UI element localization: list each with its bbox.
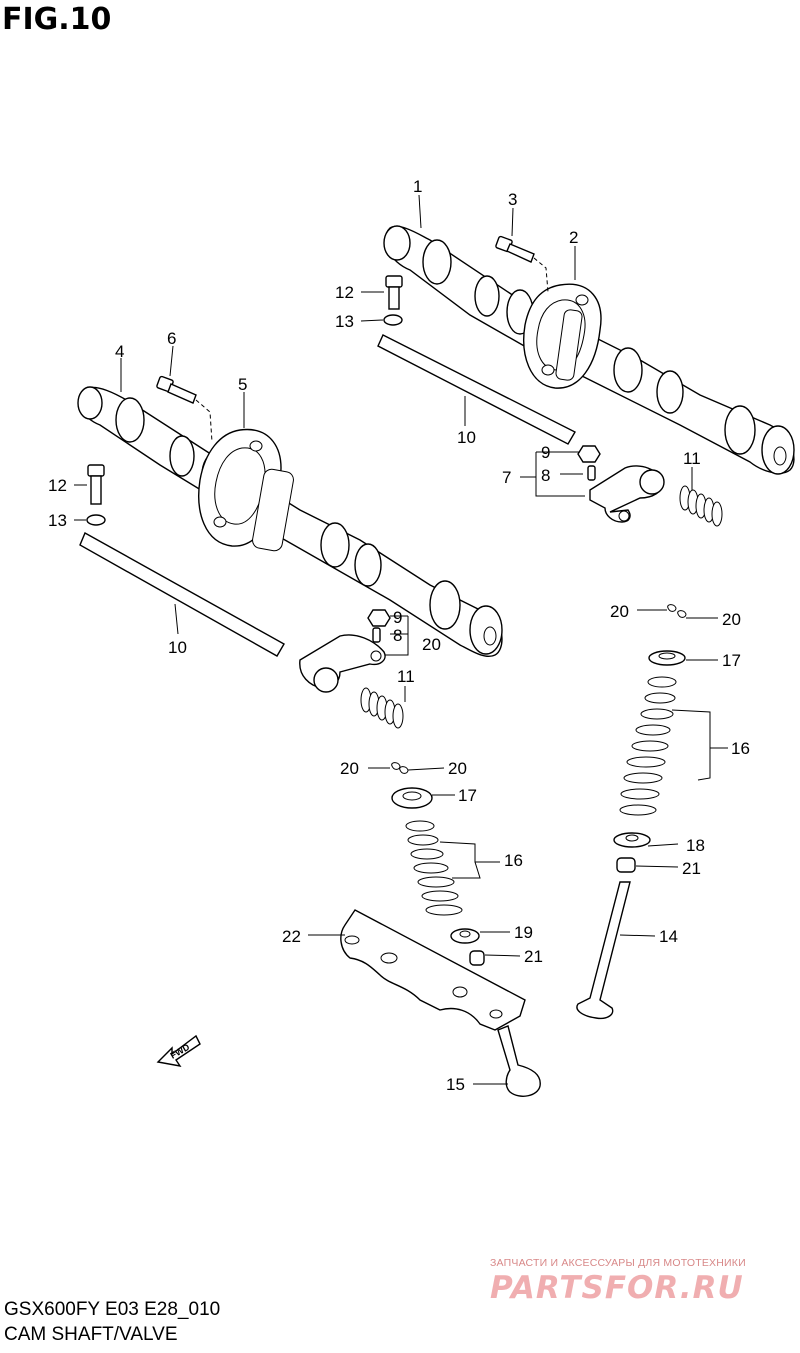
rocker-arm-upper [589,465,665,523]
callout-20-b: 20 [722,610,741,629]
callout-20-c: 20 [422,635,441,654]
callout-22: 22 [282,927,301,946]
valve-intake [497,1025,541,1097]
spring-seat-left [450,928,480,944]
callout-13-lower: 13 [48,511,67,530]
valve-springs-right [619,676,677,816]
washer-lower [86,514,106,526]
callout-15: 15 [446,1075,465,1094]
spring-retainer-left [391,787,433,809]
cam-sprocket-intake [198,428,294,552]
sprocket-bolt-lower [156,375,213,443]
rocker-arm-lower [299,634,386,693]
watermark-logo: PARTSFOR.RU [490,1270,744,1306]
section-name: CAM SHAFT/VALVE [4,1324,178,1345]
callout-11-upper: 11 [683,449,701,468]
callout-8-upper: 8 [541,466,550,485]
valve-exhaust [576,881,631,1020]
callout-21-left: 21 [524,947,543,966]
callout-4: 4 [115,342,124,361]
callout-20-e: 20 [448,759,467,778]
callout-5: 5 [238,375,247,394]
callout-17-left: 17 [458,786,477,805]
adjust-screw-upper [587,465,596,481]
spring-seat-right [613,832,651,848]
cam-sprocket-exhaust [523,283,602,389]
callout-19: 19 [514,923,533,942]
callout-12-lower: 12 [48,476,67,495]
valve-cotters-right [667,604,687,618]
callout-20-a: 20 [610,602,629,621]
callout-13-upper: 13 [335,312,354,331]
valve-guide-plate [340,909,526,1031]
rocker-arm-shaft-upper [377,334,576,445]
sprocket-bolt-upper [495,235,549,293]
callout-14: 14 [659,927,678,946]
callout-20-d: 20 [340,759,359,778]
callout-10-lower: 10 [168,638,187,657]
callout-12-upper: 12 [335,283,354,302]
callout-17-right: 17 [722,651,741,670]
stem-seal-right [616,857,636,873]
callout-18: 18 [686,836,705,855]
bolt-upper [385,275,403,310]
callout-10-upper: 10 [457,428,476,447]
adjust-screw-lower [372,627,381,643]
callout-2: 2 [569,228,578,247]
callout-1: 1 [413,177,422,196]
rocker-nut-upper [577,445,601,463]
callout-9-lower: 9 [393,608,402,627]
rocker-spring-lower [360,687,404,729]
spring-retainer-right [648,650,686,666]
figure-title: FIG.10 [2,2,112,37]
callout-16-left: 16 [504,851,523,870]
watermark-tagline: ЗАПЧАСТИ И АКСЕССУАРЫ ДЛЯ МОТОТЕХНИКИ [490,1257,746,1269]
fwd-arrow-icon: FWD [156,1034,201,1067]
leader-lines [74,194,728,1085]
washer-upper [383,314,403,326]
callout-8-lower: 8 [393,626,402,645]
callout-11-lower: 11 [397,667,415,686]
callout-7: 7 [502,468,511,487]
rocker-spring-upper [679,485,723,527]
callout-6: 6 [167,329,176,348]
camshaft-intake [77,386,503,657]
callout-9-upper: 9 [541,443,550,462]
rocker-nut-lower [367,609,391,627]
callout-21-right: 21 [682,859,701,878]
valve-springs-left [405,820,463,916]
stem-seal-left [469,950,485,966]
valve-cotters-left [391,762,409,774]
model-code: GSX600FY E03 E28_010 [4,1299,221,1320]
bolt-lower [87,464,105,505]
rocker-arm-shaft-lower [79,532,285,657]
callout-3: 3 [508,190,517,209]
callout-16-right: 16 [731,739,750,758]
